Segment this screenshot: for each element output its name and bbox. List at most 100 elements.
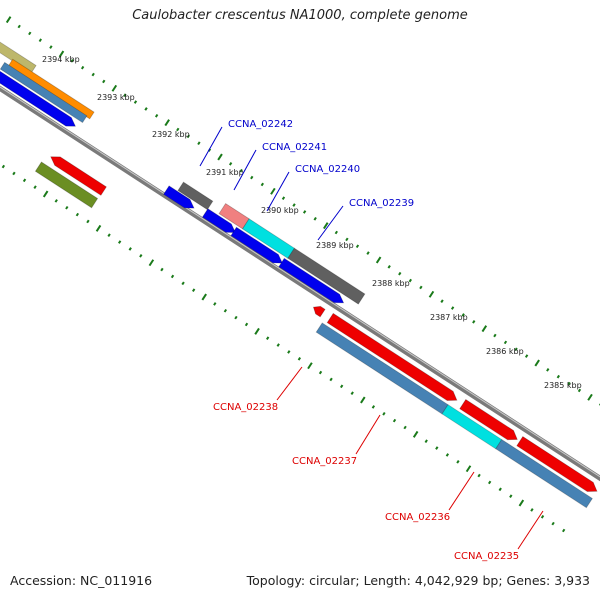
backbone-highlight [0, 86, 600, 478]
outer-tick [281, 196, 286, 200]
feature-group [0, 41, 598, 509]
outer-tick [111, 84, 118, 92]
kbp-label: 2389 kbp [316, 241, 354, 250]
map-title: Caulobacter crescentus NA1000, complete … [132, 8, 468, 23]
outer-tick [144, 107, 148, 111]
inner-tick [509, 494, 513, 498]
inner-tick [170, 274, 175, 279]
outer-tick [123, 93, 127, 97]
outer-tick [197, 141, 201, 146]
outer-tick [556, 374, 560, 379]
outer-tick [228, 162, 233, 166]
label-leader [233, 149, 257, 191]
outer-tick [323, 222, 329, 230]
inner-tick [128, 247, 132, 251]
outer-tick [587, 393, 593, 401]
gene-arrow-forward [516, 435, 598, 492]
gene-label[interactable]: CCNA_02235 [454, 551, 519, 562]
inner-tick [65, 205, 69, 210]
inner-tick [456, 460, 460, 464]
outer-tick [355, 244, 360, 249]
gene-label[interactable]: CCNA_02240 [295, 164, 360, 175]
inner-tick [329, 377, 333, 382]
inner-tick [350, 391, 354, 395]
kbp-label: 2387 kbp [430, 313, 468, 322]
outer-tick [250, 175, 254, 180]
inner-tick [551, 521, 555, 526]
feature-bar [495, 439, 593, 509]
inner-tick [287, 350, 291, 354]
kbp-label: 2385 kbp [544, 381, 582, 390]
inner-tick [118, 240, 122, 244]
outer-tick [164, 119, 170, 127]
outer-tick [481, 325, 488, 333]
inner-tick [562, 528, 566, 533]
inner-tick [403, 425, 407, 430]
label-leader [355, 414, 381, 455]
inner-tick [530, 508, 534, 512]
kbp-label: 2391 kbp [206, 168, 244, 177]
outer-tick [154, 113, 159, 118]
feature-bar [34, 161, 99, 209]
outer-tick [450, 306, 455, 310]
inner-tick [477, 473, 481, 478]
outer-tick [58, 50, 65, 58]
inner-tick [488, 480, 492, 485]
inner-tick [540, 514, 545, 519]
gene-label[interactable]: CCNA_02242 [228, 119, 293, 130]
gene-arrow-forward [0, 70, 77, 127]
outer-tick [292, 203, 296, 207]
inner-tick [12, 171, 16, 176]
outer-tick [28, 31, 32, 36]
inner-tick [266, 336, 270, 341]
outer-tick [366, 251, 370, 255]
inner-tick [424, 439, 428, 444]
outer-tick [80, 65, 85, 70]
outer-tick [461, 313, 465, 317]
outer-tick [270, 187, 276, 195]
outer-tick [133, 100, 138, 104]
inner-tick-row [1, 164, 566, 533]
gene-label[interactable]: CCNA_02237 [292, 456, 357, 467]
backbone-line [0, 85, 600, 482]
inner-tick [42, 190, 49, 198]
inner-tick [435, 446, 439, 450]
inner-tick [382, 411, 386, 416]
outer-tick [398, 271, 402, 276]
kbp-label: 2394 kbp [42, 55, 80, 64]
outer-tick [176, 127, 180, 132]
inner-tick [445, 453, 450, 457]
outer-tick [503, 340, 508, 345]
outer-tick [186, 134, 190, 139]
inner-tick [392, 418, 397, 423]
inner-tick [181, 281, 185, 286]
kbp-label: 2388 kbp [372, 279, 410, 288]
outer-tick [313, 216, 317, 221]
kbp-label: 2386 kbp [486, 347, 524, 356]
outer-tick [493, 333, 497, 338]
inner-tick [139, 254, 143, 258]
kbp-label: 2392 kbp [152, 130, 190, 139]
inner-tick [244, 322, 249, 327]
outer-tick [387, 265, 391, 269]
feature-bar [7, 58, 95, 120]
gene-label-group: CCNA_02242CCNA_02241CCNA_02240CCNA_02239… [213, 119, 519, 562]
outer-tick [239, 168, 243, 173]
inner-tick [75, 212, 80, 217]
gene-label[interactable]: CCNA_02236 [385, 512, 450, 523]
inner-tick [307, 362, 313, 370]
inner-tick [213, 302, 217, 306]
gene-arrow-forward [459, 398, 518, 441]
gene-label[interactable]: CCNA_02239 [349, 198, 414, 209]
gene-label[interactable]: CCNA_02238 [213, 402, 278, 413]
accession-text: Accession: NC_011916 [10, 573, 153, 588]
outer-tick [70, 59, 74, 63]
gene-label[interactable]: CCNA_02241 [262, 142, 327, 153]
inner-tick [192, 288, 196, 292]
outer-tick-row [5, 16, 600, 406]
inner-tick [107, 233, 111, 238]
gene-arrow-forward [326, 312, 458, 401]
outer-tick [472, 319, 476, 324]
inner-tick [276, 343, 280, 347]
